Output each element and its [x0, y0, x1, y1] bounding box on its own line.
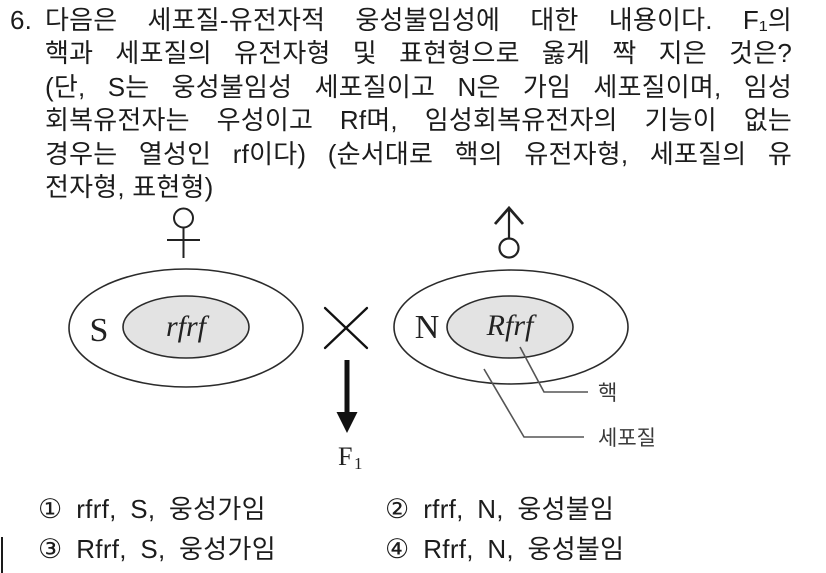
- offspring-label: F 1: [338, 442, 363, 473]
- option-3: ③ Rfrf, S, 웅성가임: [38, 534, 276, 564]
- paternal-genotype-label: Rfrf: [486, 309, 537, 342]
- question-line: (단, S는 웅성불임성 세포질이고 N은 가임 세포질이며, 임성: [45, 71, 792, 102]
- option-2-text: rfrf, N, 웅성불임: [423, 494, 615, 524]
- option-3-badge: ③: [38, 534, 63, 564]
- question-line: 핵과 세포질의 유전자형 및 표현형으로 옳게 짝 지은 것은?: [45, 38, 792, 69]
- offspring-arrow-icon: [336, 360, 358, 433]
- option-1: ① rfrf, S, 웅성가임: [38, 494, 266, 524]
- maternal-cell: S rfrf: [68, 268, 304, 388]
- question-line: 회복유전자는 우성이고 Rf며, 임성회복유전자의 기능이 없는: [45, 105, 792, 136]
- cytoplasm-callout-label: 세포질: [598, 426, 656, 450]
- paternal-cell: N Rfrf: [393, 269, 629, 385]
- female-symbol-icon: [167, 207, 200, 258]
- question-number: 6.: [10, 5, 33, 35]
- question-line-text: 다음은 세포질-유전자적 웅성불임성에 대한 내용이다. F₁의: [45, 5, 792, 35]
- question-line: 전자형, 표현형): [45, 172, 214, 203]
- cross-icon: [323, 306, 369, 350]
- maternal-genotype-label: rfrf: [166, 310, 210, 343]
- nucleus-callout: 핵: [519, 346, 617, 405]
- paternal-cytoplasm-label: N: [415, 309, 440, 346]
- question-block: 6. 다음은 세포질-유전자적 웅성불임성에 대한 내용이다. F₁의 핵과 세포…: [10, 4, 792, 204]
- option-4: ④ Rfrf, N, 웅성불임: [385, 534, 624, 564]
- option-3-text: Rfrf, S, 웅성가임: [76, 534, 276, 564]
- option-1-badge: ①: [38, 494, 63, 524]
- paternal-nucleus: [446, 295, 574, 359]
- option-4-badge: ④: [385, 534, 410, 564]
- question-line: 6. 다음은 세포질-유전자적 웅성불임성에 대한 내용이다. F₁의: [10, 4, 792, 37]
- question-line: 경우는 열성인 rf이다) (순서대로 핵의 유전자형, 세포질의 유: [45, 138, 792, 169]
- option-2-badge: ②: [385, 494, 410, 524]
- nucleus-callout-label: 핵: [598, 381, 617, 405]
- page-edge-line: [1, 537, 3, 573]
- option-4-text: Rfrf, N, 웅성불임: [423, 534, 625, 564]
- option-2: ② rfrf, N, 웅성불임: [385, 494, 614, 524]
- maternal-nucleus: [122, 295, 250, 359]
- option-1-text: rfrf, S, 웅성가임: [76, 494, 266, 524]
- offspring-label-sub: 1: [354, 454, 363, 473]
- paternal-cytoplasm-outline: [393, 269, 629, 385]
- male-symbol-icon: [493, 205, 525, 259]
- maternal-cytoplasm-outline: [68, 268, 304, 388]
- maternal-cytoplasm-label: S: [90, 312, 109, 349]
- offspring-label-main: F: [338, 442, 352, 471]
- cytoplasm-callout: 세포질: [483, 368, 656, 450]
